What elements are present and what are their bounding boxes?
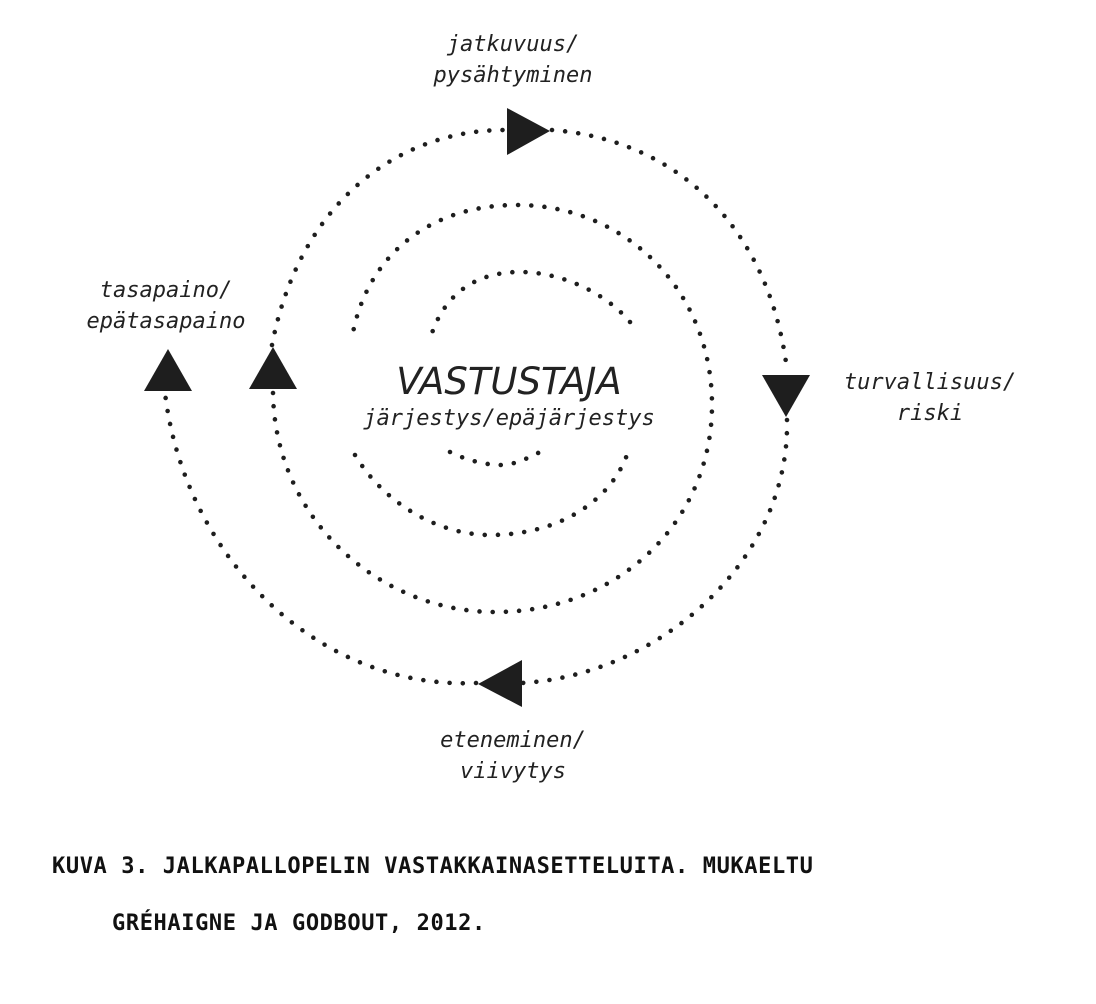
- label-bottom-line2: viivytys: [460, 759, 566, 784]
- label-top-line2: pysähtyminen: [433, 63, 593, 88]
- label-bottom-line1: eteneminen/: [440, 728, 586, 753]
- arrow-up-left-outer-icon: [144, 349, 192, 391]
- arrow-up-left-inner-icon: [249, 347, 297, 389]
- arrow-left-bottom-icon: [478, 660, 522, 707]
- label-left-line1: tasapaino/: [100, 278, 232, 303]
- caption-line-2: GRÉHAIGNE JA GODBOUT, 2012.: [112, 911, 486, 936]
- opponent-cycle-diagram: jatkuvuus/ pysähtyminen turvallisuus/ ri…: [87, 32, 1017, 784]
- label-top-line1: jatkuvuus/: [447, 32, 579, 57]
- center-title: VASTUSTAJA: [396, 360, 622, 403]
- label-left-line2: epätasapaino: [87, 309, 246, 334]
- arrow-right-top-icon: [507, 108, 550, 155]
- middle-ring-dotted-arc: [270, 202, 715, 615]
- figure-caption: KUVA 3. JALKAPALLOPELIN VASTAKKAINASETTE…: [52, 838, 1062, 952]
- caption-line-1: KUVA 3. JALKAPALLOPELIN VASTAKKAINASETTE…: [52, 854, 814, 879]
- arrow-down-right-icon: [762, 375, 810, 417]
- label-right-line1: turvallisuus/: [844, 370, 1016, 395]
- inner-spiral-dotted-arc: [352, 269, 633, 538]
- label-right-line2: riski: [897, 401, 963, 426]
- center-subtitle: järjestys/epäjärjestys: [363, 406, 654, 431]
